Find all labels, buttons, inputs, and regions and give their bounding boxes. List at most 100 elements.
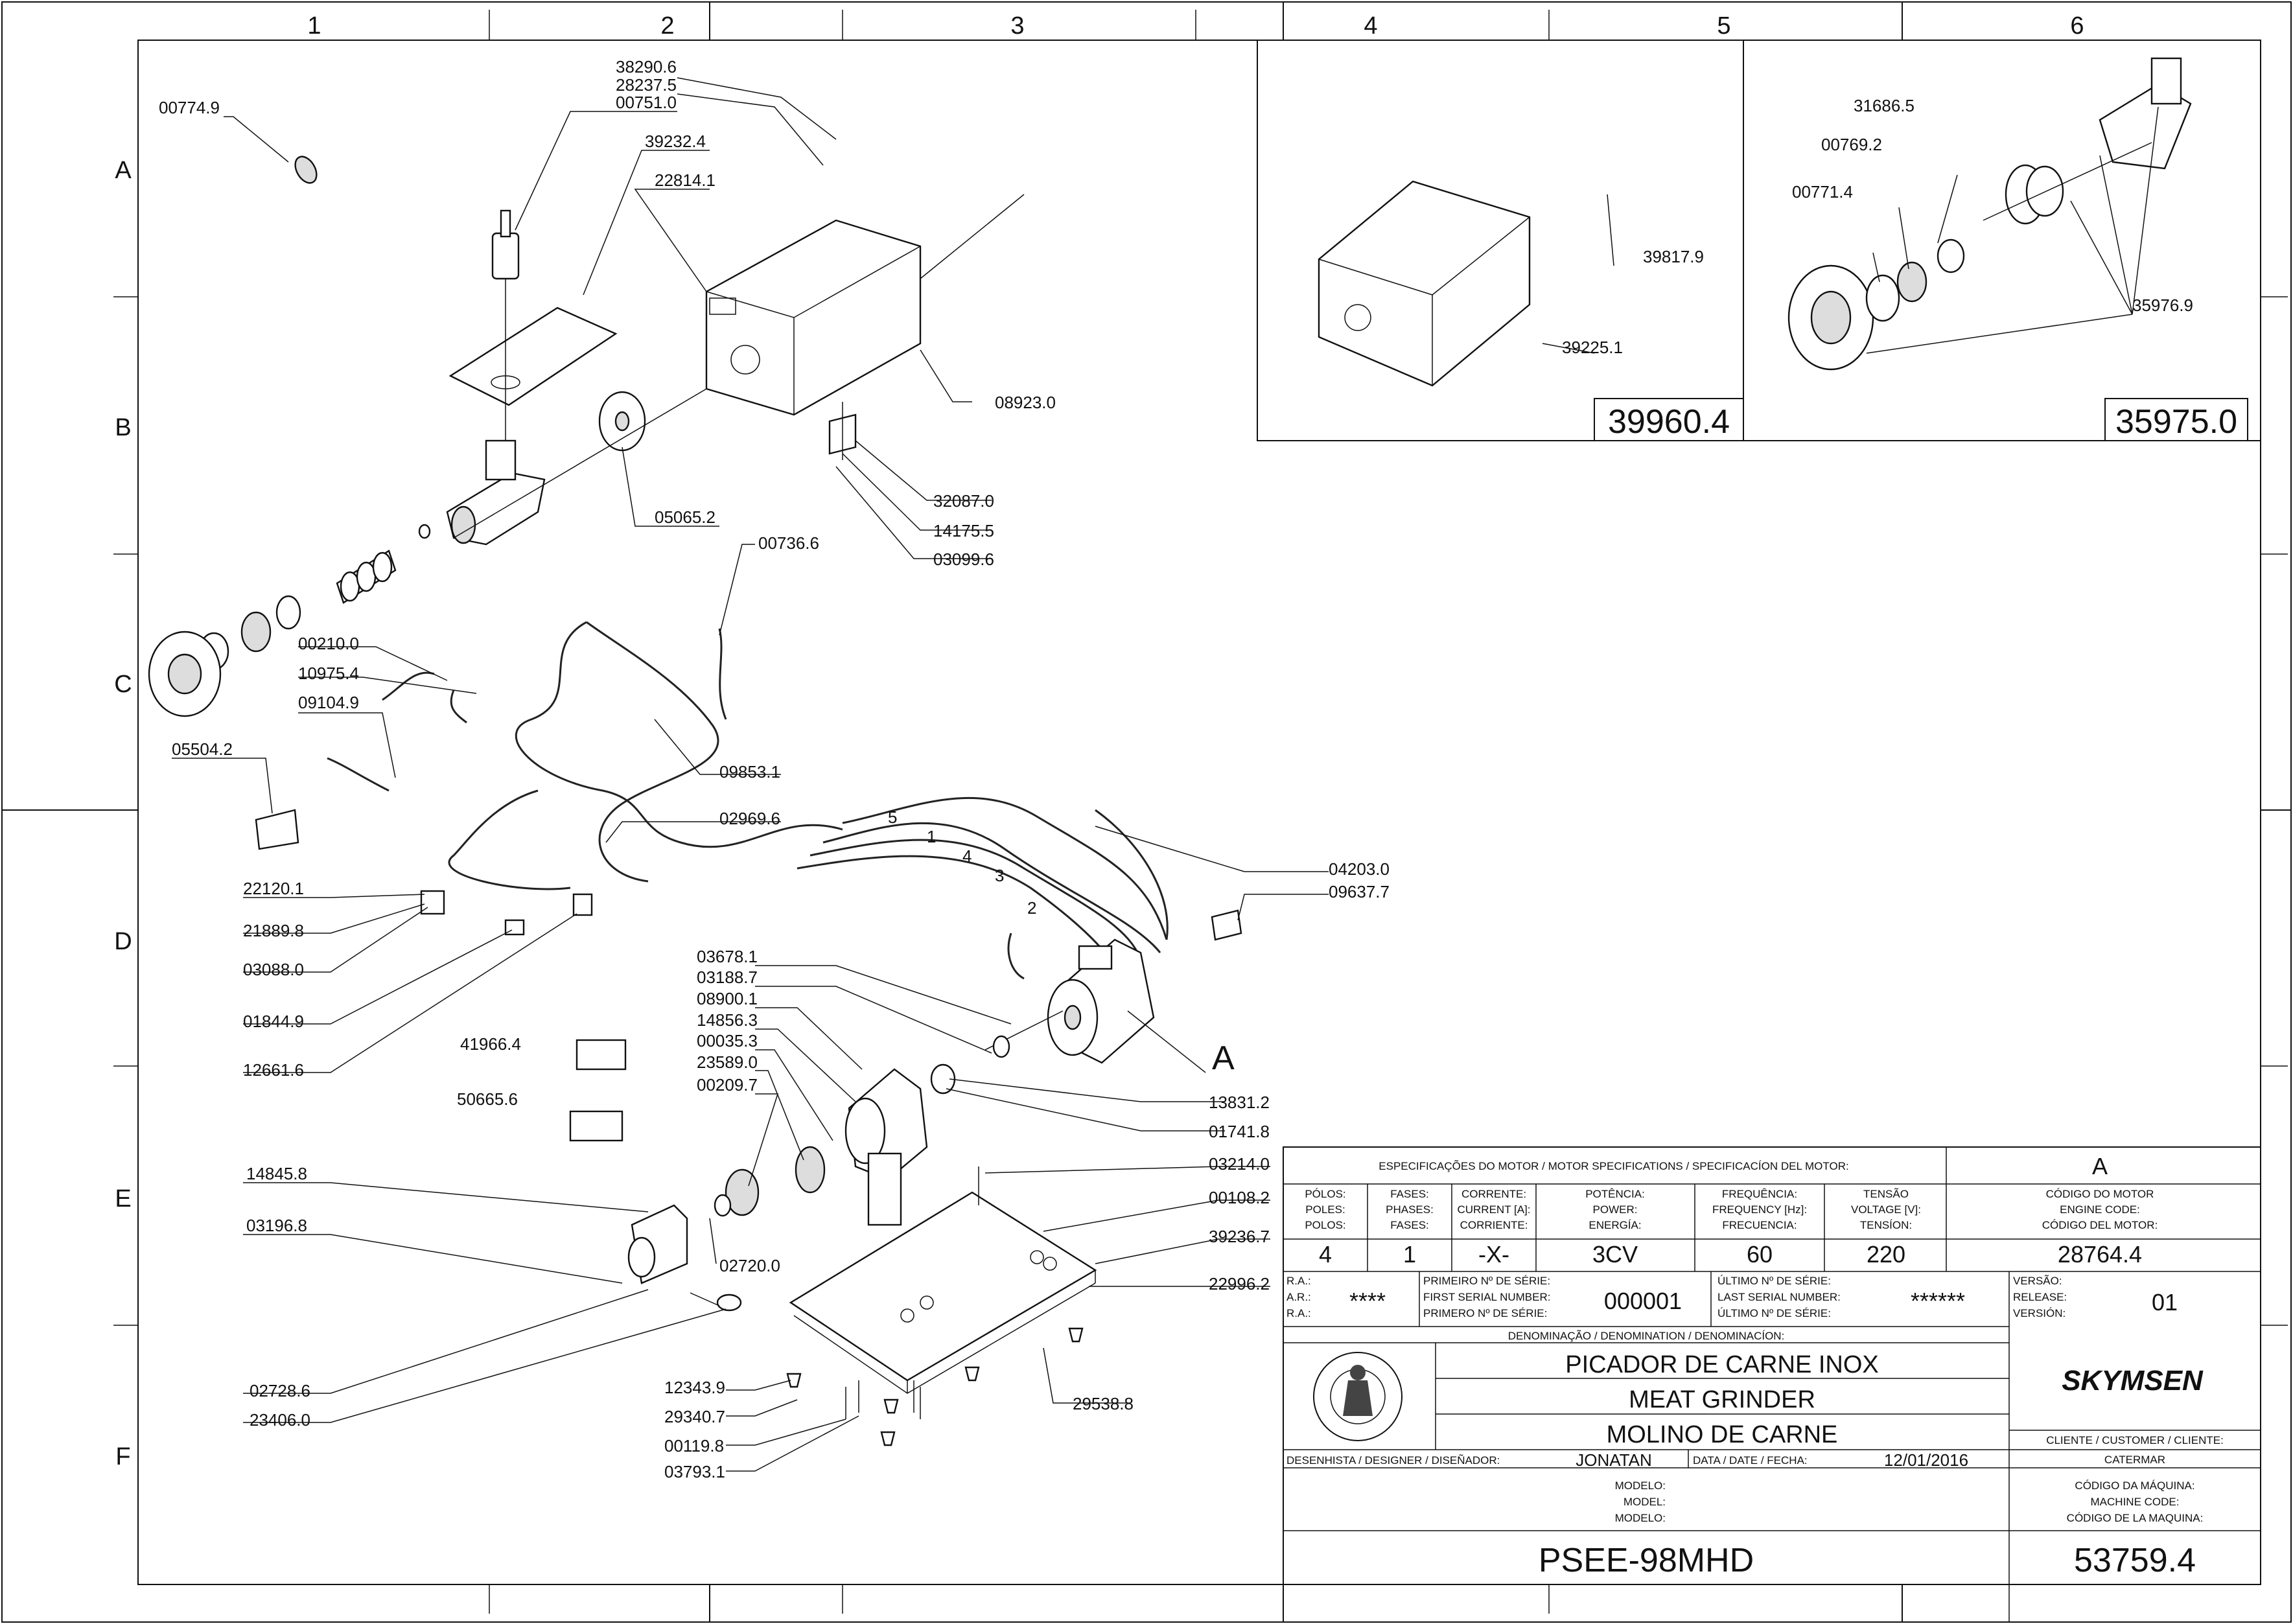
wire-number-4: 4 [962, 846, 972, 866]
label-08900-1: 08900.1 [697, 989, 758, 1008]
label-03678-1: 03678.1 [697, 947, 758, 966]
date-label: DATA / DATE / FECHA: [1693, 1454, 1808, 1467]
title-block: ESPECIFICAÇÕES DO MOTOR / MOTOR SPECIFIC… [1283, 1146, 2261, 1622]
column-labels: 1 2 3 4 5 6 [307, 12, 2084, 40]
spec-power-h2: POWER: [1593, 1203, 1638, 1216]
authorized-service-seal [1313, 1352, 1403, 1441]
label-14845-8: 14845.8 [246, 1164, 307, 1183]
label-00108-2: 00108.2 [1209, 1188, 1270, 1207]
label-13831-2: 13831.2 [1209, 1093, 1270, 1112]
label-41966-4: 41966.4 [460, 1034, 521, 1054]
label-14856-3: 14856.3 [697, 1010, 758, 1030]
spec-phases-h1: FASES: [1390, 1188, 1429, 1200]
label-35976-9: 35976.9 [2132, 296, 2193, 315]
first-serial-label-3: PRIMERO Nº DE SÉRIE: [1423, 1307, 1547, 1319]
row-labels: A B C D E F [114, 157, 132, 1470]
label-39232-4: 39232.4 [645, 132, 706, 151]
part-labels: 38290.6 28237.5 00751.0 39232.4 22814.1 … [159, 57, 1390, 1481]
detail-box-motor-cover: 39960.4 39817.9 39225.1 [1257, 40, 1744, 441]
label-00035-3: 00035.3 [697, 1031, 758, 1050]
grid-row-A: A [115, 157, 132, 184]
grid-row-C: C [114, 671, 132, 698]
spec-voltage-h1: TENSÃO [1863, 1188, 1909, 1200]
designer-label: DESENHISTA / DESIGNER / DISEÑADOR: [1286, 1454, 1500, 1467]
spec-frequency-value: 60 [1747, 1241, 1773, 1268]
denomination-header: DENOMINAÇÃO / DENOMINATION / DENOMINACÍO… [1508, 1330, 1785, 1342]
grid-row-B: B [115, 414, 131, 441]
machine-code-label-2: MACHINE CODE: [2091, 1496, 2180, 1508]
housing-assembly [148, 156, 1025, 717]
label-05504-2: 05504.2 [172, 739, 233, 759]
label-00774-9: 00774.9 [159, 98, 220, 117]
label-03214-0: 03214.0 [1209, 1154, 1270, 1174]
grid-row-E: E [115, 1185, 131, 1212]
label-31686-5: 31686.5 [1854, 96, 1915, 115]
designer-value: JONATAN [1576, 1450, 1651, 1470]
spec-current-value: -X- [1478, 1241, 1509, 1268]
spec-power-h3: ENERGÍA: [1589, 1219, 1641, 1231]
last-serial-label-1: ÚLTIMO Nº DE SÉRIE: [1717, 1275, 1831, 1287]
ra-value: **** [1349, 1288, 1386, 1314]
spec-voltage-h3: TENSÍON: [1860, 1219, 1912, 1231]
version-label-2: RELEASE: [2013, 1291, 2067, 1303]
grid-col-3: 3 [1010, 12, 1024, 40]
label-00210-0: 00210.0 [298, 634, 359, 653]
label-38290-6: 38290.6 [616, 57, 677, 76]
brand-logo: SKYMSEN [2062, 1365, 2204, 1397]
motor-assembly: A [930, 938, 1235, 1095]
label-05065-2: 05065.2 [655, 507, 716, 527]
detail-code-mincer: 35975.0 [2115, 403, 2237, 441]
label-09853-1: 09853.1 [719, 762, 780, 782]
leader-lines [172, 77, 1329, 1472]
spec-poles-h1: PÓLOS: [1305, 1188, 1345, 1200]
grid-col-6: 6 [2070, 12, 2084, 40]
last-serial-label-2: LAST SERIAL NUMBER: [1717, 1291, 1841, 1303]
first-serial-value: 000001 [1604, 1288, 1682, 1314]
label-39236-7: 39236.7 [1209, 1227, 1270, 1246]
spec-frequency-h1: FREQUÊNCIA: [1722, 1188, 1797, 1200]
machine-code-label-3: CÓDIGO DE LA MAQUINA: [2067, 1512, 2204, 1524]
label-00119-8: 00119.8 [664, 1436, 724, 1456]
spec-col-engine-code: CÓDIGO DO MOTOR ENGINE CODE: CÓDIGO DEL … [2042, 1188, 2158, 1268]
grid-col-1: 1 [307, 12, 321, 40]
model-value: PSEE-98MHD [1539, 1542, 1754, 1579]
spec-power-h1: POTÊNCIA: [1585, 1188, 1645, 1200]
label-12343-9: 12343.9 [664, 1378, 725, 1397]
spec-current-h3: CORRIENTE: [1460, 1219, 1528, 1231]
label-03793-1: 03793.1 [664, 1462, 725, 1481]
label-00769-2: 00769.2 [1821, 135, 1882, 154]
date-value: 12/01/2016 [1884, 1450, 1968, 1470]
spec-phases-h3: FASES: [1390, 1219, 1429, 1231]
wire-number-5: 5 [888, 807, 897, 827]
spec-phases-h2: PHASES: [1386, 1203, 1434, 1216]
version-label-3: VERSIÓN: [2013, 1307, 2066, 1319]
spec-poles-h2: POLES: [1305, 1203, 1345, 1216]
label-03099-6: 03099.6 [933, 550, 994, 569]
label-09104-9: 09104.9 [298, 693, 359, 712]
label-00209-7: 00209.7 [697, 1075, 758, 1095]
wire-number-3: 3 [995, 866, 1004, 885]
label-03196-8: 03196.8 [246, 1216, 307, 1235]
label-29340-7: 29340.7 [664, 1407, 725, 1426]
spec-col-phases: FASES: PHASES: FASES: 1 [1386, 1188, 1434, 1268]
label-28237-5: 28237.5 [616, 75, 677, 95]
client-value: CATERMAR [2104, 1454, 2165, 1466]
label-09637-7: 09637.7 [1329, 882, 1390, 901]
motor-callout-A: A [1212, 1039, 1235, 1077]
first-serial-label-1: PRIMEIRO Nº DE SÉRIE: [1423, 1275, 1550, 1287]
version-value: 01 [2152, 1289, 2178, 1316]
version-label-1: VERSÃO: [2013, 1275, 2062, 1287]
spec-power-value: 3CV [1592, 1241, 1638, 1268]
ra-label-3: R.A.: [1286, 1307, 1311, 1319]
gearbox-and-base [569, 1039, 1097, 1446]
grid-row-D: D [114, 928, 132, 955]
wiring: 5 1 4 3 2 [255, 621, 1242, 980]
detail-code-motor-cover: 39960.4 [1608, 403, 1730, 441]
label-22996-2: 22996.2 [1209, 1274, 1270, 1293]
grid-col-2: 2 [660, 12, 674, 40]
spec-current-h2: CURRENT [A]: [1457, 1203, 1530, 1216]
label-39817-9: 39817.9 [1643, 247, 1704, 266]
grid-col-5: 5 [1717, 12, 1730, 40]
label-23589-0: 23589.0 [697, 1052, 758, 1072]
